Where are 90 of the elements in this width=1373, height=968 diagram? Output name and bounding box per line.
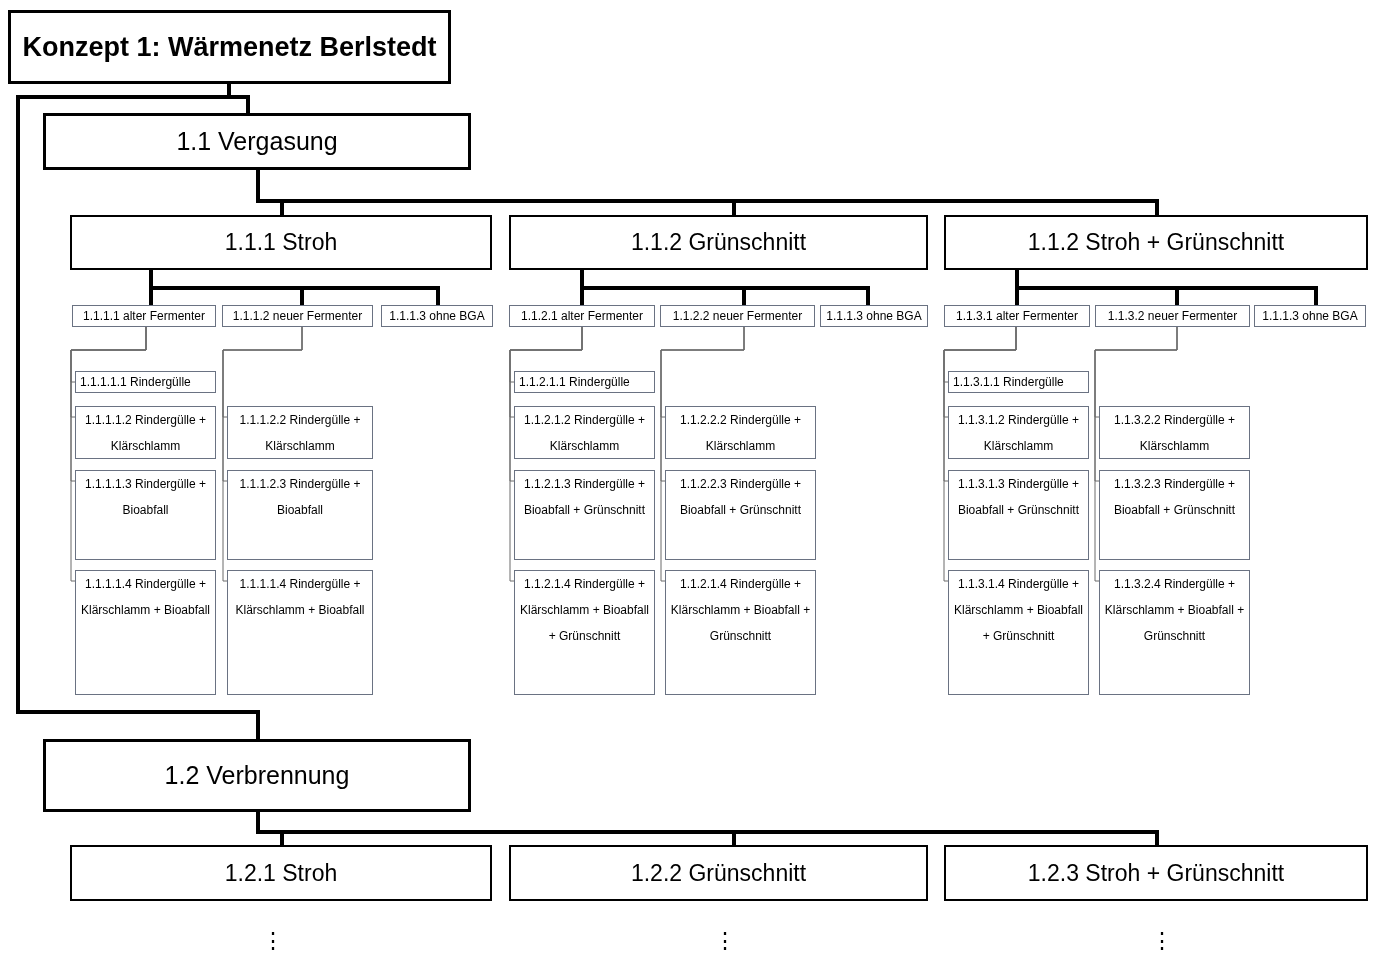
- option-box: [75, 570, 216, 695]
- node-text: 1.1.1.2.2 Rindergülle + Klärschlamm: [238, 412, 362, 455]
- connector-line: [943, 326, 1017, 582]
- connector-line: [580, 270, 870, 305]
- node-text: 1.1.1.1.2 Rindergülle + Klärschlamm: [83, 412, 208, 455]
- node-text: 1.2.2 Grünschnitt: [630, 858, 807, 888]
- node-text: 1.1.3.1 alter Fermenter: [955, 308, 1079, 325]
- variant-box: [381, 305, 493, 327]
- node-text: 1.1.3.1.2 Rindergülle + Klärschlamm: [956, 412, 1081, 455]
- variant-box: [660, 305, 815, 327]
- variant-box: [1095, 305, 1250, 327]
- option-box: [75, 371, 216, 393]
- option-box: [665, 570, 816, 695]
- node-text: 1.1.2 Grünschnitt: [630, 228, 807, 258]
- node-text: 1.1.2.1 alter Fermenter: [520, 308, 644, 325]
- option-box: [1099, 570, 1250, 695]
- option-box: [1099, 470, 1250, 560]
- node-text: 1.1.3.2 neuer Fermenter: [1107, 308, 1238, 325]
- node-text: Konzept 1: Wärmenetz Berlstedt: [22, 30, 437, 64]
- option-box: [1099, 406, 1250, 459]
- node-text: 1.1.2.2.2 Rindergülle + Klärschlamm: [678, 412, 803, 455]
- option-box: [227, 406, 373, 459]
- node-text: 1.1.1.3 ohne BGA: [389, 308, 485, 325]
- option-box: [948, 570, 1089, 695]
- continuation-mark: ⋮: [714, 930, 736, 952]
- option-box: [75, 406, 216, 459]
- connector-line: [149, 270, 440, 305]
- node-text: 1.1.3.1.3 Rindergülle + Bioabfall + Grünschnitt: [956, 476, 1081, 519]
- option-box: [227, 570, 373, 695]
- option-box: [948, 371, 1089, 393]
- node-text: 1.1.2.2.3 Rindergülle + Bioabfall + Grünschnitt: [678, 476, 803, 519]
- subcategory-box: [70, 845, 492, 901]
- continuation-mark: ⋮: [1151, 930, 1173, 952]
- node-text: 1.2 Verbrennung: [164, 759, 350, 791]
- node-text: 1.1 Vergasung: [176, 125, 338, 157]
- connector-line: [660, 326, 745, 582]
- subcategory-box: [509, 215, 928, 270]
- node-text: 1.1.3.1.4 Rindergülle + Klärschlamm + Bioabfall + Grünschnitt: [953, 576, 1084, 645]
- variant-box: [944, 305, 1090, 327]
- node-text: 1.1.1.1.4 Rindergülle + Klärschlamm + Bioabfall: [234, 576, 366, 619]
- variant-box: [72, 305, 216, 327]
- node-text: 1.1.2.1.4 Rindergülle + Klärschlamm + Bioabfall + Grünschnitt: [670, 576, 811, 645]
- option-box: [514, 570, 655, 695]
- connector-line: [1094, 326, 1178, 582]
- node-text: 1.1.2.1.4 Rindergülle + Klärschlamm + Bioabfall + Grünschnitt: [519, 576, 650, 645]
- connector-line: [509, 326, 583, 582]
- node-text: 1.1.2.2 neuer Fermenter: [672, 308, 803, 325]
- option-box: [514, 371, 655, 393]
- option-box: [665, 470, 816, 560]
- option-box: [514, 406, 655, 459]
- node-text: 1.1.1.1.4 Rindergülle + Klärschlamm + Bioabfall: [80, 576, 211, 619]
- node-text: 1.1.1.1.1 Rindergülle: [80, 374, 191, 391]
- title-box: [8, 10, 451, 84]
- node-text: 1.1.2.1.3 Rindergülle + Bioabfall + Grünschnitt: [522, 476, 647, 519]
- variant-box: [1254, 305, 1366, 327]
- subcategory-box: [944, 215, 1368, 270]
- option-box: [227, 470, 373, 560]
- connector-line: [1015, 270, 1318, 305]
- option-box: [665, 406, 816, 459]
- node-text: 1.1.1.1 alter Fermenter: [82, 308, 206, 325]
- node-text: 1.1.3.1.1 Rindergülle: [953, 374, 1064, 391]
- node-text: 1.2.3 Stroh + Grünschnitt: [1027, 858, 1285, 888]
- node-text: 1.1.1 Stroh: [224, 228, 338, 258]
- category-box: [43, 739, 471, 812]
- option-box: [514, 470, 655, 560]
- connector-line: [70, 326, 147, 582]
- node-text: 1.1.1.2 neuer Fermenter: [232, 308, 363, 325]
- node-text: 1.1.1.2.3 Rindergülle + Bioabfall: [238, 476, 362, 519]
- node-text: 1.1.3.2.4 Rindergülle + Klärschlamm + Bioabfall + Grünschnitt: [1104, 576, 1245, 645]
- subcategory-box: [70, 215, 492, 270]
- subcategory-box: [509, 845, 928, 901]
- node-text: 1.1.2.1.1 Rindergülle: [519, 374, 630, 391]
- node-text: 1.1.3.2.3 Rindergülle + Bioabfall + Grünschnitt: [1112, 476, 1237, 519]
- continuation-mark: ⋮: [262, 930, 284, 952]
- node-text: 1.1.1.3 ohne BGA: [1262, 308, 1358, 325]
- node-text: 1.1.1.1.3 Rindergülle + Bioabfall: [83, 476, 208, 519]
- category-box: [43, 113, 471, 170]
- option-box: [75, 470, 216, 560]
- node-text: 1.2.1 Stroh: [224, 858, 338, 888]
- option-box: [948, 406, 1089, 459]
- subcategory-box: [944, 845, 1368, 901]
- variant-box: [820, 305, 928, 327]
- node-text: 1.1.2 Stroh + Grünschnitt: [1027, 228, 1285, 258]
- connector-line: [222, 326, 303, 582]
- node-text: 1.1.3.2.2 Rindergülle + Klärschlamm: [1112, 412, 1237, 455]
- variant-box: [509, 305, 655, 327]
- option-box: [948, 470, 1089, 560]
- node-text: 1.1.1.3 ohne BGA: [826, 308, 922, 325]
- variant-box: [222, 305, 373, 327]
- node-text: 1.1.2.1.2 Rindergülle + Klärschlamm: [522, 412, 647, 455]
